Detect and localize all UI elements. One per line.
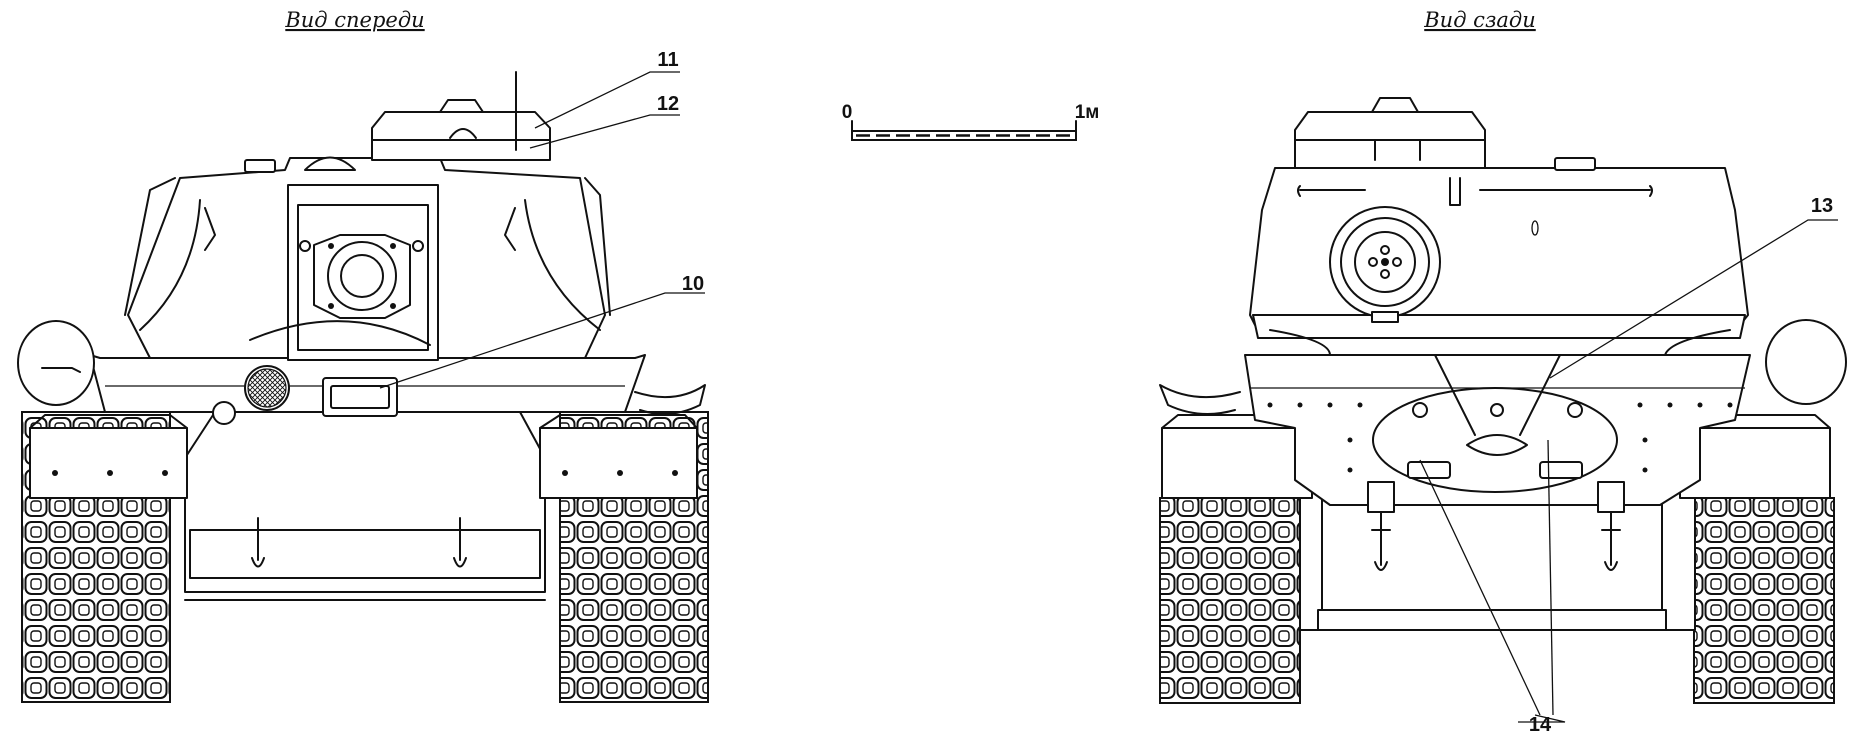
- front-right-fender: [539, 427, 698, 499]
- rear-turret: [1249, 167, 1749, 326]
- front-view: [17, 71, 709, 703]
- rear-right-fender: [1679, 427, 1831, 499]
- callout-10: 10: [682, 273, 704, 295]
- callout-13: 13: [1811, 195, 1833, 217]
- scale-bar: 0 1м: [842, 102, 1100, 141]
- rear-right-track: [1693, 497, 1835, 704]
- rear-callouts: 13 14: [1419, 195, 1838, 736]
- rear-center-hatch: [1466, 434, 1528, 456]
- scale-end-label: 1м: [1075, 102, 1100, 123]
- rear-left-fender: [1161, 427, 1313, 499]
- front-commander-cupola: [371, 111, 551, 161]
- rear-view-title: Вид сзади: [1423, 8, 1536, 32]
- front-headlight: [17, 320, 95, 406]
- callout-14: 14: [1529, 714, 1552, 736]
- rear-left-track: [1159, 497, 1301, 704]
- front-callouts: 10 11 12: [379, 49, 705, 389]
- callout-12: 12: [657, 93, 679, 115]
- front-left-fender: [29, 427, 188, 499]
- rear-view: [1159, 97, 1847, 704]
- scale-start-label: 0: [842, 102, 853, 123]
- front-view-title: Вид спереди: [284, 8, 424, 32]
- rear-headlight: [1765, 319, 1847, 405]
- callout-11: 11: [657, 49, 678, 71]
